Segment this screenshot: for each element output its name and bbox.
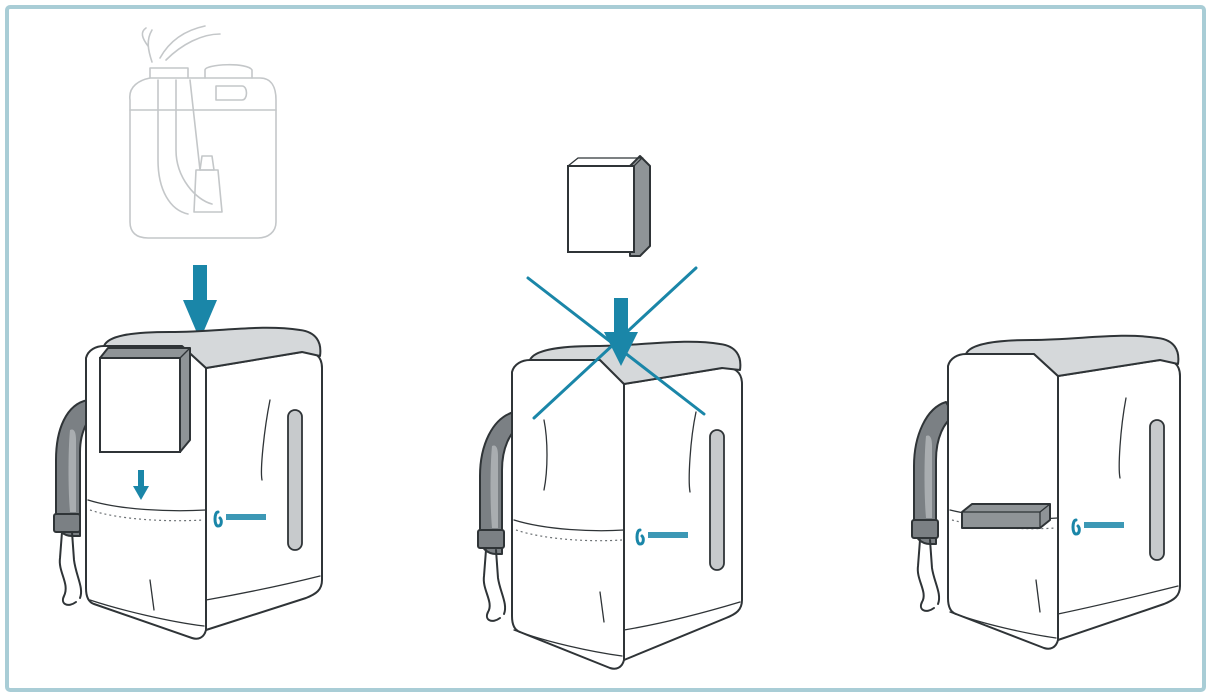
brand-logo-icon	[213, 510, 266, 528]
down-arrow-icon	[183, 265, 217, 340]
filter-cartridge-icon	[567, 155, 651, 257]
brand-logo-icon	[1071, 518, 1124, 536]
step-3-panel	[911, 334, 1181, 650]
brand-logo-icon	[635, 528, 688, 546]
cross-out-icon	[526, 266, 706, 420]
backpack-unit-icon	[477, 340, 743, 670]
step-1-panel	[53, 25, 323, 640]
water-canister-icon	[129, 25, 277, 239]
filter-cartridge-icon	[961, 503, 1051, 529]
step-2-panel	[477, 155, 743, 670]
backpack-unit-icon	[911, 334, 1181, 650]
down-arrow-icon	[133, 470, 149, 500]
backpack-unit-icon	[53, 326, 323, 640]
filter-cartridge-icon	[99, 347, 191, 453]
diagram-frame	[5, 5, 1206, 692]
